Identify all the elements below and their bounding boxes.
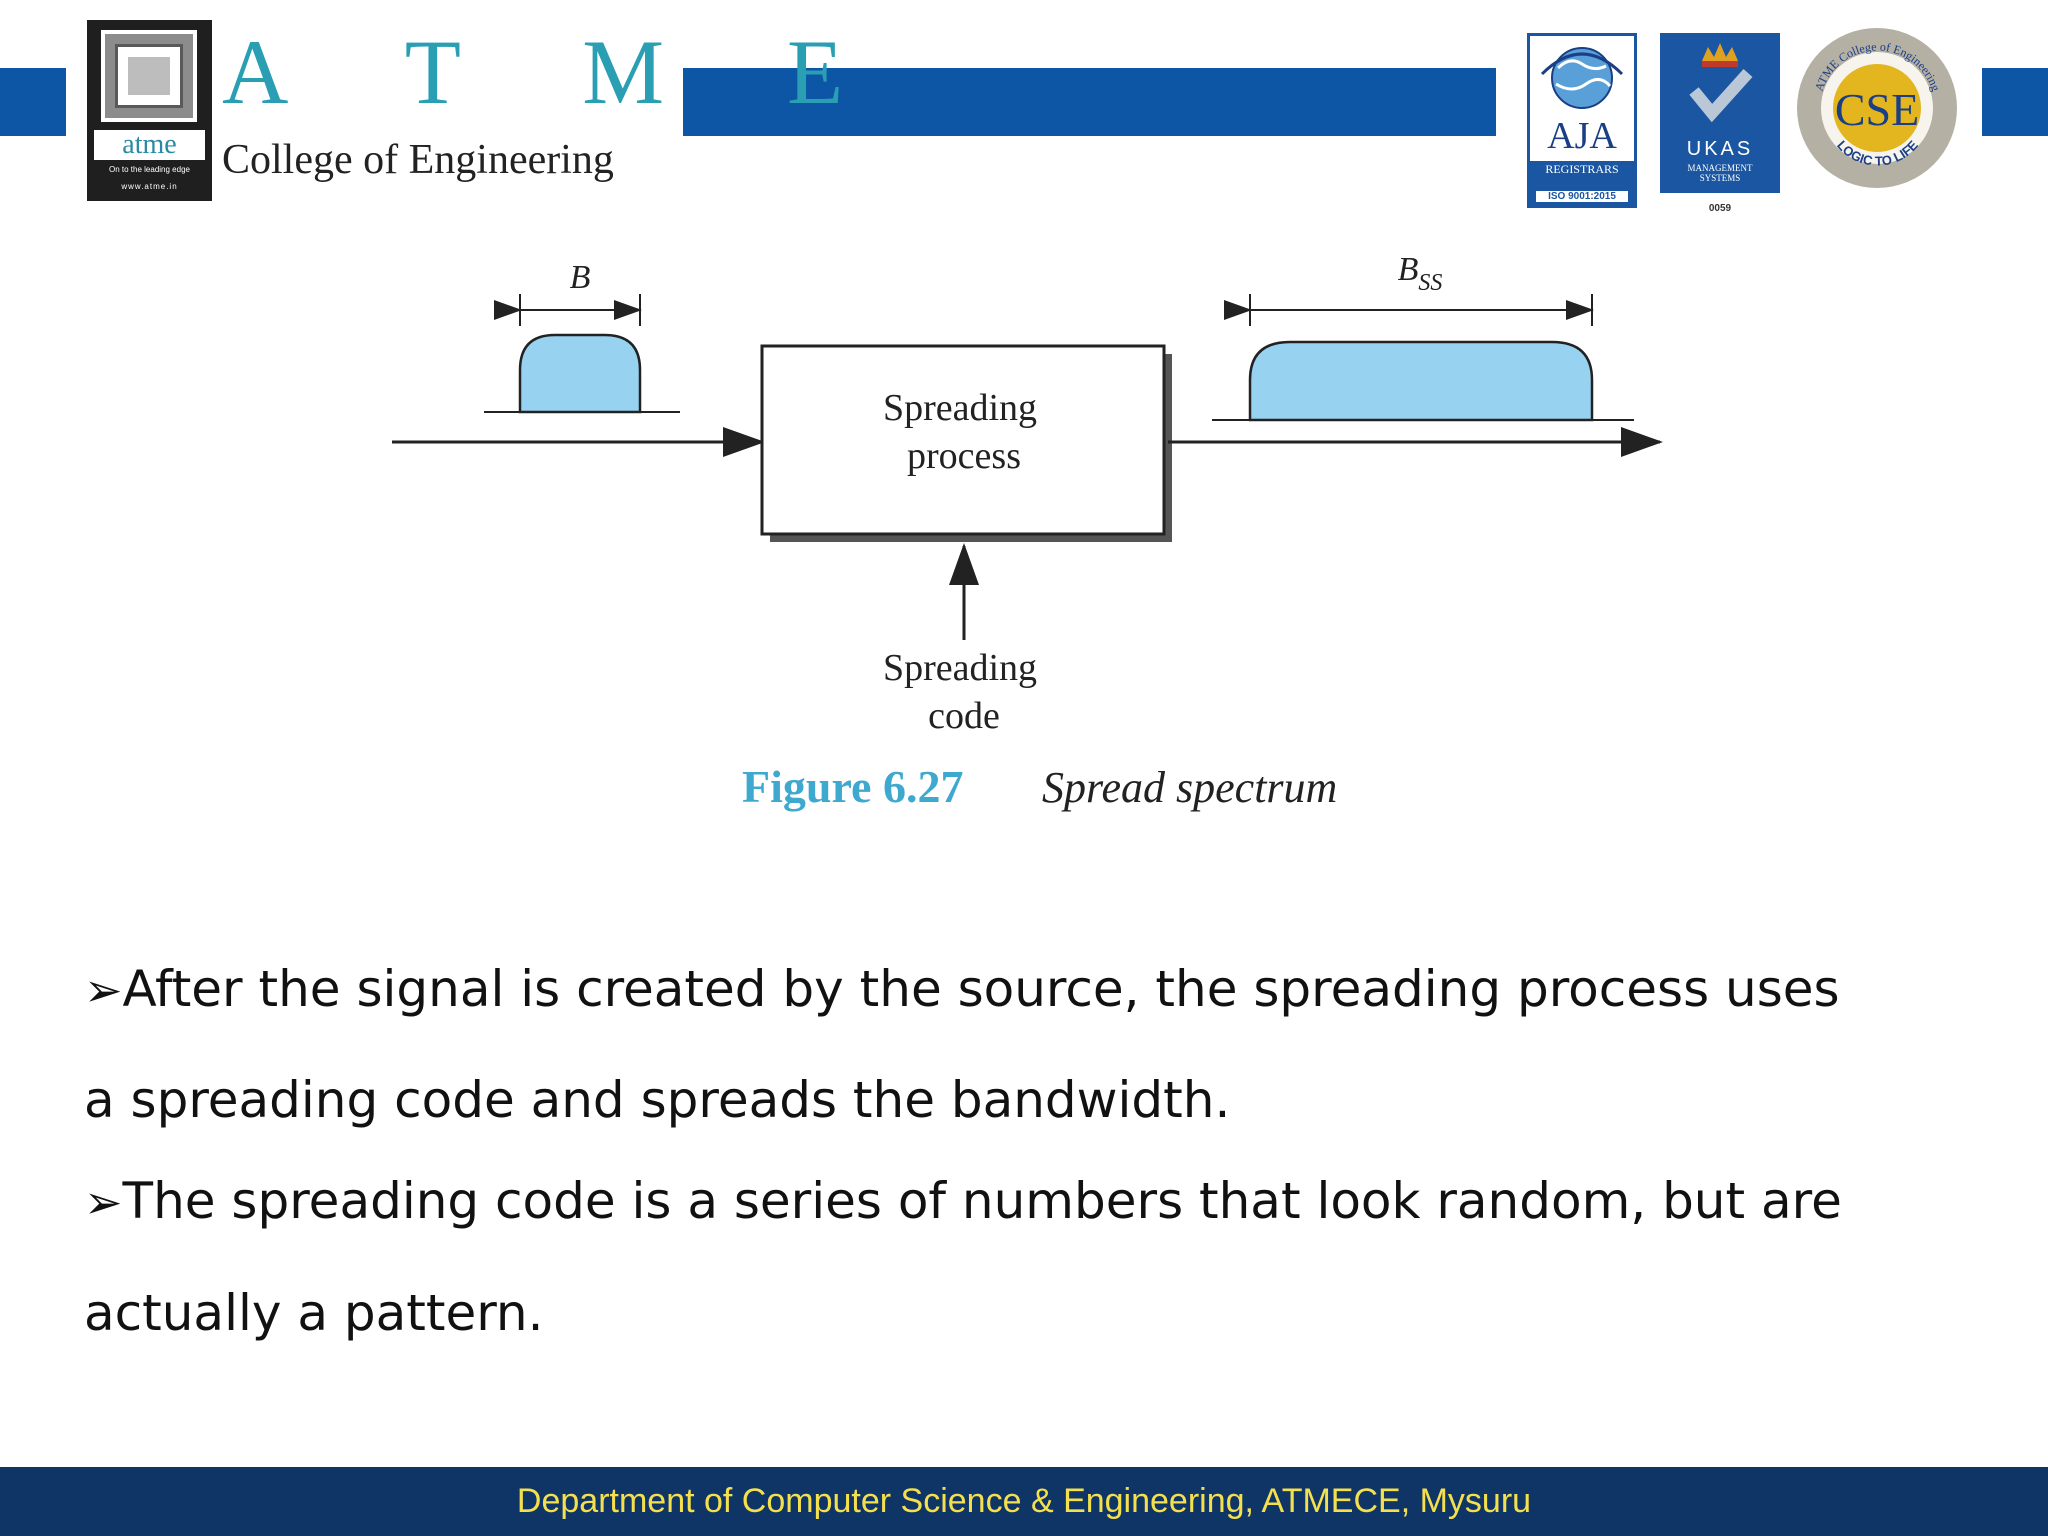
college-subtitle: College of Engineering bbox=[222, 137, 614, 183]
figure-caption-number: Figure 6.27 bbox=[742, 761, 963, 812]
footer-text: Department of Computer Science & Enginee… bbox=[516, 1482, 1532, 1520]
header-band-left bbox=[0, 68, 66, 136]
code-label-line1: Spreading bbox=[883, 647, 1037, 689]
footer-bar: Department of Computer Science & Enginee… bbox=[0, 1467, 2048, 1536]
ukas-subtitle: MANAGEMENT SYSTEMS bbox=[1687, 163, 1753, 183]
code-label-line2: code bbox=[928, 695, 1000, 737]
process-label-line1: Spreading bbox=[883, 387, 1037, 429]
output-spectrum: BSS bbox=[1212, 251, 1634, 422]
bullet-2-line-1: ➢The spreading code is a series of numbe… bbox=[84, 1172, 1842, 1230]
cse-seal-icon: CSE ATME College of Engineering LOGIC TO… bbox=[1797, 28, 1957, 188]
aja-certification-badge: AJA REGISTRARS ISO 9001:2015 bbox=[1527, 33, 1637, 208]
ukas-name: UKAS bbox=[1686, 138, 1754, 160]
input-spectrum: B bbox=[484, 259, 680, 414]
logo-word: atme bbox=[94, 130, 205, 160]
figure-caption-title: Spread spectrum bbox=[1042, 763, 1337, 812]
aja-registrars: REGISTRARS bbox=[1545, 162, 1619, 176]
spread-spectrum-figure: B Spreading process BSS Spreading code F… bbox=[392, 251, 1663, 812]
input-bandwidth-label: B bbox=[570, 259, 591, 296]
aja-name: AJA bbox=[1547, 115, 1617, 157]
header-band-right bbox=[1982, 68, 2048, 136]
bullet-1-line-2: a spreading code and spreads the bandwid… bbox=[84, 1071, 1231, 1129]
crown-check-icon bbox=[1689, 43, 1753, 123]
atme-logo: atme On to the leading edge www.atme.in bbox=[87, 20, 212, 201]
bullet-arrow-icon: ➢ bbox=[84, 1175, 123, 1229]
bullet-1-line-1: ➢After the signal is created by the sour… bbox=[84, 960, 1840, 1018]
logo-emblem bbox=[101, 30, 197, 122]
bullet-arrow-icon: ➢ bbox=[84, 963, 123, 1017]
ukas-certification-badge: UKAS MANAGEMENT SYSTEMS bbox=[1660, 33, 1780, 193]
globe-icon bbox=[1540, 47, 1624, 109]
seal-center: CSE bbox=[1835, 84, 1919, 135]
output-bandwidth-label: BSS bbox=[1398, 251, 1443, 296]
spreading-process-box: Spreading process bbox=[760, 344, 1172, 542]
logo-tagline: On to the leading edge bbox=[109, 165, 190, 174]
process-label-line2: process bbox=[907, 435, 1021, 477]
college-name: A T M E bbox=[222, 21, 894, 123]
bullet-2-line-2: actually a pattern. bbox=[84, 1284, 544, 1342]
header-band-center bbox=[683, 68, 1496, 136]
ukas-number: 0059 bbox=[1708, 203, 1732, 214]
logo-url: www.atme.in bbox=[121, 182, 178, 191]
aja-iso-label: ISO 9001:2015 bbox=[1536, 191, 1628, 202]
